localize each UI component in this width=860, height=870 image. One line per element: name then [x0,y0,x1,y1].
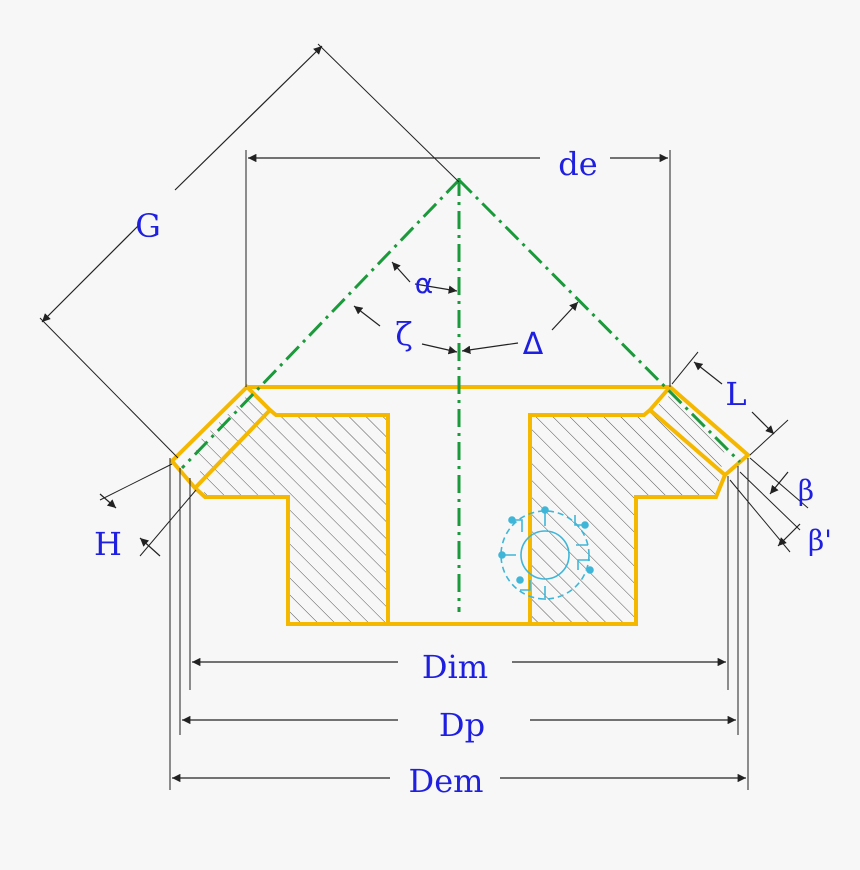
label-beta: β [798,474,814,507]
label-beta-prime: β' [808,524,832,557]
label-Dp: Dp [439,706,485,744]
label-delta: Δ [523,327,544,362]
extension-lines [39,43,809,790]
dimension-lines [41,45,801,783]
pitch-cone-axes [180,178,742,612]
circuit-gear-logo [498,506,594,600]
label-L: L [725,375,746,413]
label-Dem: Dem [409,762,484,800]
label-de: de [558,145,597,183]
label-H: H [94,525,122,563]
label-Dim: Dim [422,648,488,686]
label-zeta: ζ [395,315,412,353]
label-alpha: α [415,267,433,300]
label-G: G [135,207,161,245]
labels: G de α ζ Δ L β β' H Dim Dp Dem [94,145,832,800]
